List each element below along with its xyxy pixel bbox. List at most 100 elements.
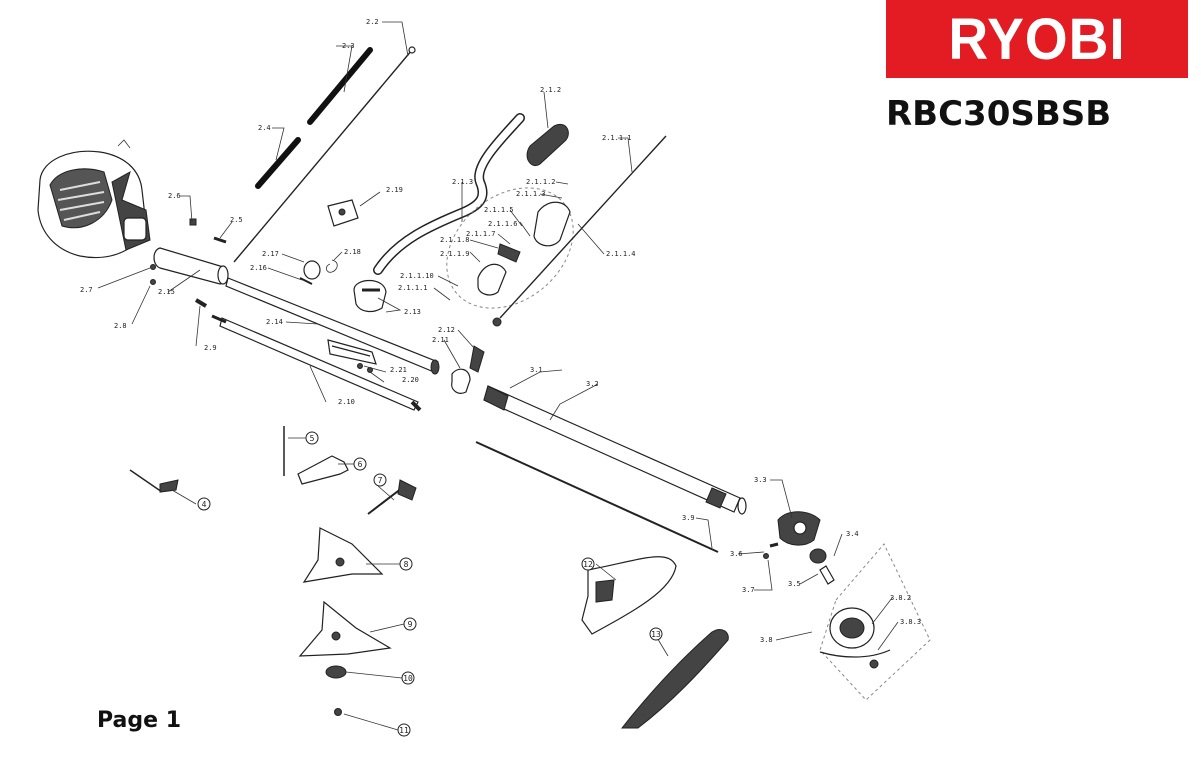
part-2-1-1-8-trigger	[497, 243, 521, 263]
logo-wordmark: RYOBI	[948, 6, 1126, 72]
part-6-wrench	[297, 455, 349, 485]
part-2-1-1-1-stop-cable	[499, 135, 667, 319]
callout-2-1-1-6: 2.1.1.6	[488, 220, 518, 228]
item-10-label: 10	[403, 674, 413, 683]
callout-labels: 2.2 2.3 2.4 2.6 2.5 2.7 2.8 2.15 2.9 2.1…	[80, 18, 921, 644]
item-4-label: 4	[202, 500, 207, 509]
item-5-circle	[305, 431, 319, 445]
item-8-label: 8	[404, 560, 409, 569]
item-8-circle	[399, 557, 413, 571]
logo-background	[886, 0, 1188, 78]
item-9-label: 9	[408, 620, 413, 629]
callout-2-9: 2.9	[204, 344, 217, 352]
part-3-9-drive-shaft	[475, 441, 719, 553]
part-8-three-tooth-blade	[302, 527, 384, 583]
callout-2-1-1-8: 2.1.1.8	[440, 236, 470, 244]
part-2-16-pin	[299, 277, 313, 285]
callout-2-1-1-9: 2.1.1.9	[440, 250, 470, 258]
throttle-assembly-outline	[446, 187, 574, 309]
callout-2-10: 2.10	[338, 398, 355, 406]
part-4-strap-clip	[129, 469, 163, 493]
part-2-11-coupler	[451, 368, 471, 394]
part-3-8-2-line	[819, 649, 891, 658]
part-2-5-screw	[213, 236, 227, 244]
part-2-12-clip	[469, 345, 485, 373]
callout-2-1-1-5: 2.1.1.5	[484, 206, 514, 214]
callout-2-1-1-7: 2.1.1.7	[466, 230, 496, 238]
logo-red-panel	[886, 0, 1188, 78]
part-2-8-washer	[150, 279, 156, 285]
callout-3-8: 3.8	[760, 636, 773, 644]
part-2-4-foam-grip	[255, 137, 301, 189]
part-3-1-connector	[483, 385, 509, 411]
callout-2-1-2: 2.1.2	[540, 86, 561, 94]
callout-2-4: 2.4	[258, 124, 271, 132]
part-3-6-bolt	[769, 542, 779, 548]
callout-3-8-2: 3.8.2	[890, 594, 911, 602]
item-11-circle	[397, 723, 411, 737]
callout-3-4: 3.4	[846, 530, 859, 538]
callout-2-6: 2.6	[168, 192, 181, 200]
part-3-2-lower-shaft	[483, 385, 741, 513]
callout-2-11: 2.11	[432, 336, 449, 344]
callout-2-1-1-1: 2.1.1.1	[398, 284, 428, 292]
callout-2-1-1-4: 2.1.1.4	[606, 250, 636, 258]
callout-2-14: 2.14	[266, 318, 283, 326]
callout-2-13: 2.13	[404, 308, 421, 316]
callout-2-17: 2.17	[262, 250, 279, 258]
part-2-20-handle-bracket	[327, 339, 377, 365]
trimmer-head-outline	[819, 543, 931, 701]
item-4-circle	[197, 497, 211, 511]
item-5-label: 5	[310, 434, 315, 443]
model-number: RBC30SBSB	[886, 94, 1112, 134]
page-label: Page 1	[97, 708, 182, 733]
engine-assembly	[37, 139, 151, 259]
callout-3-7: 3.7	[742, 586, 755, 594]
item-13-circle	[649, 627, 663, 641]
part-2-6-nut	[189, 218, 197, 226]
item-12-circle	[581, 557, 595, 571]
callout-2-1-1-1-top: 2.1.1.1	[602, 134, 632, 142]
callout-2-1-1-3: 2.1.1.3	[516, 190, 546, 198]
part-3-5-adapter	[819, 565, 835, 585]
callout-2-1-1-2: 2.1.1.2	[526, 178, 556, 186]
callout-2-1-1-10: 2.1.1.10	[400, 272, 434, 280]
item-12-label: 12	[583, 560, 593, 569]
part-13-trimmer-guard	[620, 629, 729, 729]
item-13-label: 13	[651, 630, 661, 639]
callout-3-5: 3.5	[788, 580, 801, 588]
callout-3-9: 3.9	[682, 514, 695, 522]
callout-2-16: 2.16	[250, 264, 267, 272]
callout-2-21: 2.21	[390, 366, 407, 374]
callout-2-20: 2.20	[402, 376, 419, 384]
part-2-15-sleeve	[153, 247, 227, 285]
part-2-18-spring	[326, 259, 338, 273]
part-2-1-2-grip	[526, 124, 569, 166]
part-9-three-blade-cutter	[298, 600, 392, 657]
item-7-label: 7	[378, 476, 383, 485]
circled-item-numbers: 4 5 6 7 8 9 10 11 12 13	[197, 431, 663, 737]
part-2-2-throttle-cable	[233, 49, 413, 263]
part-2-10-drive-tube	[219, 317, 419, 411]
part-2-9-bolt	[194, 298, 208, 308]
part-2-14-shaft-tube	[225, 277, 439, 373]
part-2-17-bushing	[303, 260, 321, 280]
item-6-label: 6	[358, 460, 363, 469]
callout-2-1-3: 2.1.3	[452, 178, 473, 186]
callout-3-2: 3.2	[586, 380, 599, 388]
callout-3-8-3: 3.8.3	[900, 618, 921, 626]
part-11-nut	[334, 708, 342, 716]
part-3-7-washer	[763, 553, 769, 559]
part-10-dome-cup	[325, 665, 347, 679]
callout-2-12: 2.12	[438, 326, 455, 334]
item-11-label: 11	[399, 726, 409, 735]
callout-2-15: 2.15	[158, 288, 175, 296]
part-3-4-holder	[809, 548, 827, 564]
part-2-13-knob	[353, 279, 387, 313]
ryobi-logo: RYOBI	[886, 0, 1188, 78]
callout-2-8: 2.8	[114, 322, 127, 330]
callout-2-18: 2.18	[344, 248, 361, 256]
callout-2-7: 2.7	[80, 286, 93, 294]
part-7-spark-plug-wrench	[367, 487, 403, 515]
